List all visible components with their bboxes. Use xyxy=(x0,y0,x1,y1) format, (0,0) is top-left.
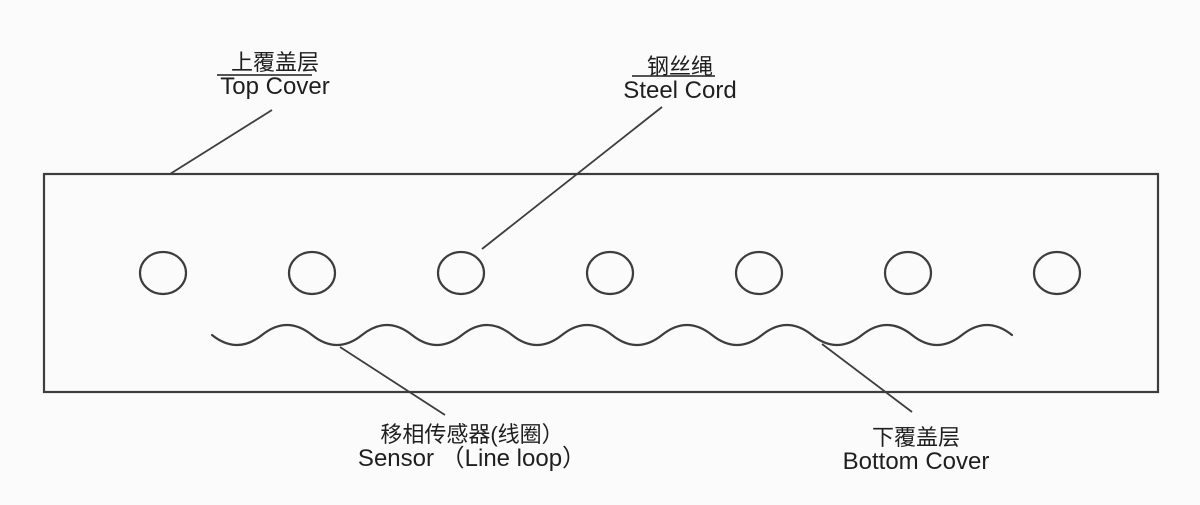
steel-cord-circle xyxy=(734,250,784,296)
leader-line-top-cover xyxy=(169,109,273,175)
steel-cord-circle xyxy=(436,250,486,296)
label-steel-cord-en: Steel Cord xyxy=(623,77,737,104)
sensor-coil-wave xyxy=(210,323,1014,347)
steel-cord-circle xyxy=(1032,250,1082,296)
steel-cord-circle xyxy=(138,250,188,296)
label-sensor-en: Sensor （Line loop） xyxy=(357,445,587,472)
steel-cord-circle xyxy=(585,250,635,296)
label-top-cover: 上覆盖层 Top Cover xyxy=(220,51,329,99)
belt-outline xyxy=(42,172,1160,394)
label-steel-cord-zh: 钢丝绳 xyxy=(646,54,714,79)
label-bottom-cover-en: Bottom Cover xyxy=(842,448,990,475)
label-top-cover-en: Top Cover xyxy=(220,73,330,100)
label-bottom-cover-zh: 下覆盖层 xyxy=(871,425,960,450)
steel-cord-circle xyxy=(883,250,933,296)
label-top-cover-zh: 上覆盖层 xyxy=(230,50,320,75)
leader-line-sensor xyxy=(339,346,446,416)
leader-line-steel-cord xyxy=(481,106,663,250)
label-sensor-zh: 移相传感器(线圈） xyxy=(380,422,564,447)
leader-line-bottom-cover xyxy=(821,343,913,413)
label-bottom-cover: 下覆盖层 Bottom Cover xyxy=(843,426,990,474)
label-sensor: 移相传感器(线圈） Sensor （Line loop） xyxy=(358,423,586,471)
label-steel-cord: 钢丝绳 Steel Cord xyxy=(623,55,736,103)
steel-cord-circle xyxy=(287,250,337,296)
